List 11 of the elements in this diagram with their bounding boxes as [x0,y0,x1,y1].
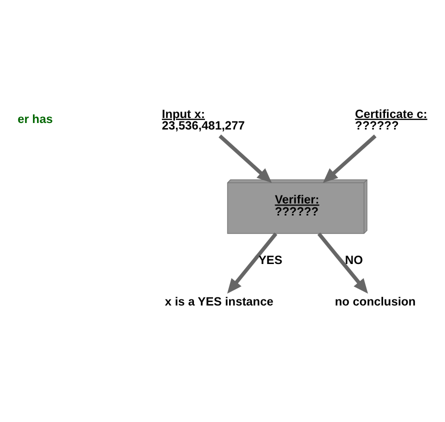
node-text: no conclusion [334,294,416,308]
edge-label: YES [258,252,282,266]
arrow [218,134,272,182]
arrow [317,232,368,294]
arrow [227,232,278,294]
node-text: x is a YES instance [164,294,274,308]
node-text: Certificate c: ?????? [355,106,428,132]
node-text: Input x: 23,536,481,277 [162,106,245,132]
edge-label: NO [344,252,363,266]
arrow [322,134,377,182]
label: er has [18,111,53,126]
